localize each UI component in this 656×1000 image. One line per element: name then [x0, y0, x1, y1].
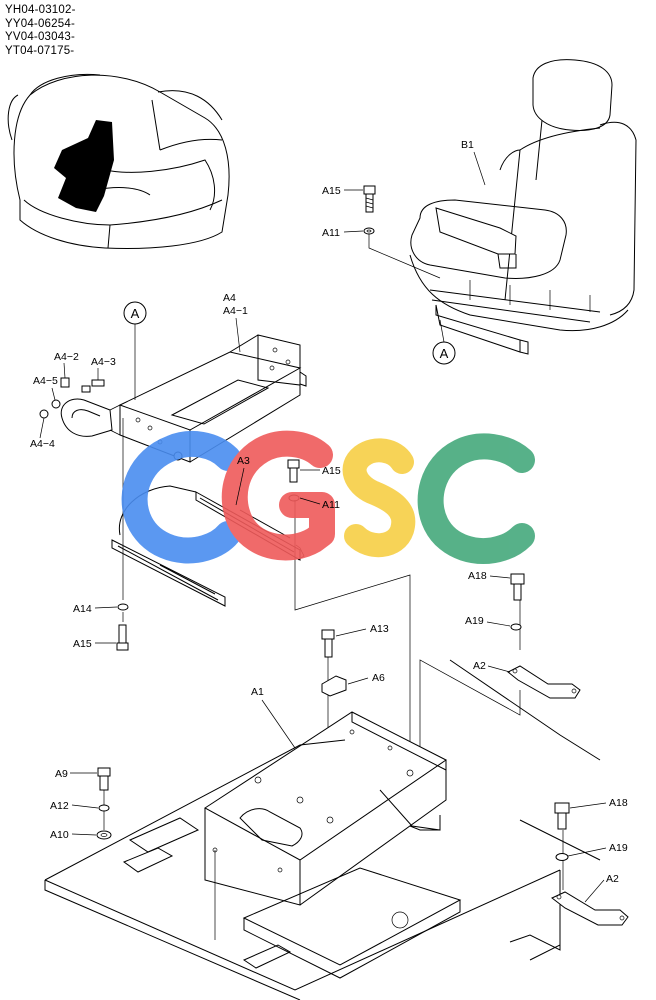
cab-floor-plate: [44, 659, 601, 1000]
label-a4: A4: [223, 292, 236, 304]
watermark-letter-c: [121, 430, 241, 564]
callout-a-upper: A: [123, 301, 147, 325]
label-a3: A3: [237, 455, 250, 467]
watermark-letter-g: [221, 430, 335, 561]
bracket-a2-right: [507, 665, 581, 699]
label-a1: A1: [251, 686, 264, 698]
label-a4-1: A4−1: [223, 305, 248, 317]
part-labels: B1 A15 A11 A4 A4−1 A4−2 A4−3 A4−5 A4−4 A…: [30, 139, 628, 903]
label-a2-right: A2: [473, 660, 486, 672]
washer-a14: [117, 603, 129, 611]
serial-number: YT04-07175-: [5, 44, 75, 57]
bolt-a13: [321, 629, 335, 658]
bolt-a18-bottom: [554, 802, 570, 830]
bolt-a15-left: [116, 624, 129, 651]
label-a4-5: A4−5: [33, 375, 58, 387]
label-a18-bottom: A18: [609, 797, 628, 809]
washer-a19-bottom: [555, 853, 569, 861]
label-a4-4: A4−4: [30, 438, 55, 450]
watermark-letter-c: [417, 433, 535, 564]
seat-frame-a1: [204, 711, 447, 906]
label-a4-2: A4−2: [54, 351, 79, 363]
serial-number-list: YH04-03102- YY04-06254- YV04-03043- YT04…: [5, 4, 76, 58]
washer-a12: [98, 804, 110, 812]
bolt-a15-top: [363, 185, 376, 213]
svg-text:A: A: [131, 306, 140, 321]
seat-b1-illustration: [409, 59, 637, 355]
cgsc-watermark: [121, 430, 535, 564]
callout-a-seat: A: [432, 341, 456, 365]
label-a15-left: A15: [73, 638, 92, 650]
label-a19-right: A19: [465, 615, 484, 627]
serial-number: YV04-03043-: [5, 31, 75, 43]
cab-overview-illustration: [7, 73, 230, 249]
serial-number: YY04-06254-: [5, 17, 75, 30]
washer-a19-right: [510, 623, 522, 631]
label-a15-mid: A15: [322, 465, 341, 477]
label-a2-bottom: A2: [606, 873, 619, 885]
leader-line: [368, 234, 441, 279]
label-a11-mid: A11: [322, 499, 340, 511]
label-a18-right: A18: [468, 570, 487, 582]
watermark-letter-s: [342, 438, 416, 558]
label-a13: A13: [370, 623, 389, 635]
label-a14: A14: [73, 603, 92, 615]
label-a12: A12: [50, 800, 69, 812]
leader-line: [439, 319, 445, 343]
label-a15: A15: [322, 185, 341, 197]
serial-number: YH04-03102-: [5, 4, 76, 16]
label-a4-3: A4−3: [91, 356, 116, 368]
label-b1: B1: [461, 139, 474, 151]
lock-assembly-a4-2-5: [39, 377, 121, 437]
label-a10: A10: [50, 829, 69, 841]
label-a19-bottom: A19: [609, 842, 628, 854]
label-a6: A6: [372, 672, 385, 684]
bracket-a2-bottom: [551, 891, 629, 926]
bolt-a9: [97, 767, 111, 791]
label-a11: A11: [322, 227, 340, 239]
bolt-a18-right: [510, 573, 525, 601]
label-a9: A9: [55, 768, 68, 780]
washer-a10: [96, 830, 112, 840]
svg-text:A: A: [440, 346, 449, 361]
plate-a6: [321, 675, 347, 697]
washer-a11-top: [363, 227, 375, 235]
bolt-a15-mid: [287, 459, 300, 483]
